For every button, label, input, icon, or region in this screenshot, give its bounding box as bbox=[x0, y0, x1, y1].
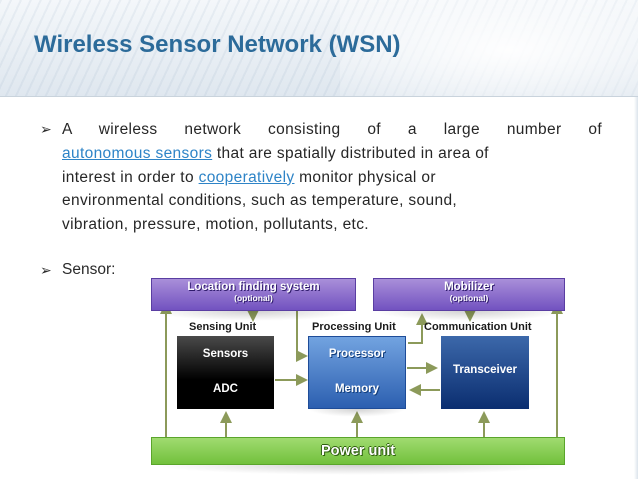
slide-header: Wireless Sensor Network (WSN) bbox=[0, 0, 638, 96]
cooperatively-link[interactable]: cooperatively bbox=[198, 168, 295, 186]
bullet-line-5: vibration, pressure, motion, pollutants,… bbox=[62, 216, 369, 234]
header-divider bbox=[0, 96, 638, 97]
bullet-line-2: autonomous sensors that are spatially di… bbox=[62, 142, 602, 166]
power-unit-label: Power unit bbox=[320, 443, 396, 459]
bullet-line-1: A wireless network consisting of a large… bbox=[62, 121, 602, 138]
power-unit-box: Power unit bbox=[151, 437, 565, 465]
sensors-adc-box: Sensors ADC bbox=[177, 336, 274, 409]
bullet-line-3-rest: monitor physical or bbox=[294, 168, 436, 186]
shadow bbox=[151, 465, 565, 475]
bullet-arrow-icon: ➢ bbox=[40, 262, 52, 278]
bullet-paragraph: A wireless network consisting of a large… bbox=[62, 118, 602, 237]
shadow bbox=[308, 409, 406, 417]
bullet-line-3: interest in order to cooperatively monit… bbox=[62, 166, 602, 190]
processing-unit-label: Processing Unit bbox=[312, 321, 396, 333]
header-sheen bbox=[340, 0, 638, 96]
adc-label: ADC bbox=[213, 383, 238, 395]
location-finding-title: Location finding system bbox=[187, 281, 320, 293]
slide-title: Wireless Sensor Network (WSN) bbox=[34, 31, 401, 58]
autonomous-sensors-link[interactable]: autonomous sensors bbox=[62, 144, 213, 162]
connector-processor-mobilizer bbox=[408, 313, 428, 344]
mobilizer-box: Mobilizer (optional) bbox=[373, 278, 565, 311]
connector-location-processor bbox=[296, 311, 308, 362]
mobilizer-title: Mobilizer bbox=[444, 281, 494, 293]
shadow bbox=[151, 311, 356, 321]
processor-label: Processor bbox=[328, 348, 386, 360]
communication-unit-label: Communication Unit bbox=[424, 321, 532, 333]
sensors-label: Sensors bbox=[202, 348, 249, 360]
bullet-line-4: environmental conditions, such as temper… bbox=[62, 192, 458, 210]
sensor-bullet: Sensor: bbox=[62, 261, 116, 278]
location-finding-sub: (optional) bbox=[234, 293, 273, 303]
memory-label: Memory bbox=[334, 383, 380, 395]
mobilizer-sub: (optional) bbox=[449, 293, 489, 303]
slide-edge bbox=[634, 97, 638, 479]
bullet-line-2-rest: that are spatially distributed in area o… bbox=[212, 144, 489, 162]
bullet-arrow-icon: ➢ bbox=[40, 121, 52, 137]
transceiver-box: Transceiver bbox=[441, 336, 529, 409]
shadow bbox=[373, 311, 565, 321]
bullet-line-3-pre: interest in order to bbox=[62, 168, 199, 186]
location-finding-system-box: Location finding system (optional) bbox=[151, 278, 356, 311]
transceiver-label: Transceiver bbox=[453, 364, 517, 376]
processor-memory-box: Processor Memory bbox=[308, 336, 406, 409]
sensing-unit-label: Sensing Unit bbox=[189, 321, 257, 333]
